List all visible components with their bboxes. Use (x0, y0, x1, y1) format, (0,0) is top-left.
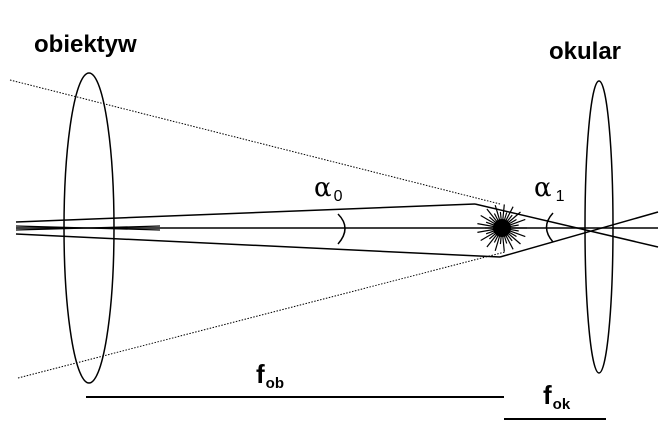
outer-ray-top (9, 79, 501, 205)
alpha0-subscript: 0 (334, 188, 343, 205)
f-eyepiece-main: f (543, 380, 552, 410)
objective-label: obiektyw (34, 31, 137, 58)
ray-objective-bottom (15, 233, 501, 258)
alpha1-subscript: 1 (556, 188, 565, 205)
ray-objective-top (15, 203, 476, 223)
star-image-icon (477, 204, 527, 252)
f-objective-label: fob (256, 359, 284, 392)
alpha1-symbol: α (534, 173, 552, 203)
star-core (493, 219, 511, 237)
angle-arc-alpha1 (545, 212, 554, 243)
f-eyepiece-subscript: ok (553, 396, 571, 413)
ray-objective-bottom-2 (15, 225, 161, 231)
f-eyepiece-label: fok (543, 380, 571, 413)
ray-eyepiece-bottom (499, 211, 659, 258)
eyepiece-label: okular (549, 38, 621, 65)
f-objective-main: f (256, 359, 265, 389)
ray-eyepiece-top (474, 203, 659, 248)
alpha0-symbol: α (314, 173, 332, 203)
eyepiece-lens (584, 80, 614, 374)
angle-arc-alpha0 (337, 213, 346, 245)
f-objective-subscript: ob (266, 375, 284, 392)
